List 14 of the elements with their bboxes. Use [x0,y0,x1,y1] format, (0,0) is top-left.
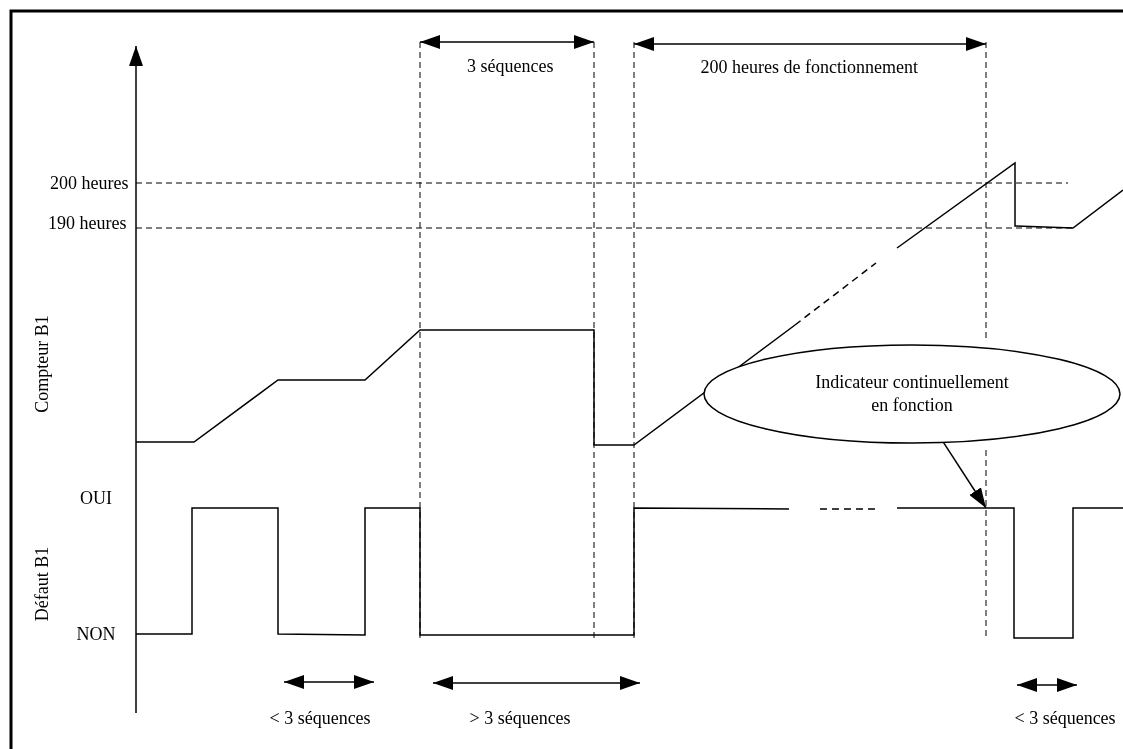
axis-value-label: 190 heures [48,214,127,232]
axis-value-label: 200 heures [50,174,129,192]
dimension-label: < 3 séquences [1014,709,1116,727]
axis-value-label: OUI [80,489,112,507]
axis-title: Compteur B1 [32,315,51,413]
axis-title: Défaut B1 [33,546,52,622]
axis-value-label: NON [76,625,116,643]
dimension-label: > 3 séquences [469,709,571,727]
leader-arrow [942,441,987,509]
fault-signal-line [135,507,1123,639]
callout-text: Indicateur continuellement en fonction [814,370,1010,417]
dimension-label: 3 séquences [467,57,554,75]
dimension-label: 200 heures de fonctionnement [700,58,918,76]
dimension-label: < 3 séquences [269,709,371,727]
